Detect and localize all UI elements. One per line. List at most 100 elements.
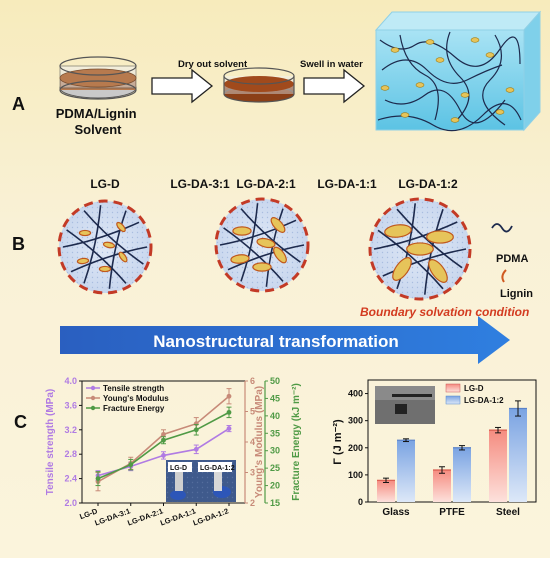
chart-legend: Tensile strength Young's Modulus Fractur… (86, 384, 169, 413)
ytick-label-right1: 4 (250, 437, 255, 447)
legend-lignin-label: Lignin (500, 288, 533, 300)
legend-pdma-label: PDMA (496, 253, 528, 265)
ytick-label: 200 (348, 443, 363, 453)
lignin-particle (460, 92, 470, 98)
panel-label-b: B (12, 234, 25, 254)
ytick-label-right2: 35 (270, 428, 280, 438)
lignin-particle (470, 37, 480, 43)
polymer-chain (240, 203, 259, 282)
xtick-label: Glass (382, 507, 410, 518)
polymer-chain (382, 248, 467, 277)
polymer-chain (62, 221, 140, 248)
ytick-label: 100 (348, 470, 363, 480)
nanostructure-circle (214, 197, 310, 293)
arrow-right-icon (303, 68, 366, 104)
polymer-chain (83, 210, 144, 265)
lignin-aggregate (426, 230, 454, 244)
bar (397, 440, 415, 502)
polymer-chain (381, 59, 503, 84)
xtick-label: LG-DA-1:2 (192, 506, 230, 527)
panel-label-a: A (12, 94, 25, 114)
polymer-chain (379, 36, 521, 67)
polymer-chain (396, 208, 463, 269)
step-dry-label: Dry out solvent (178, 59, 248, 70)
ytick-label-right2: 20 (270, 481, 280, 491)
lignin-aggregate (98, 265, 112, 273)
bar-legend: LG-D LG-DA-1:2 (445, 383, 504, 405)
polymer-chain (223, 227, 284, 282)
polymer-chain (227, 244, 305, 271)
sample-label-lg-d: LG-D (90, 177, 120, 191)
legend-fracture: Fracture Energy (103, 404, 165, 413)
ylabel-tensile: Tensile strength (MPa) (45, 389, 56, 496)
data-point (128, 462, 134, 468)
lignin-aggregate (232, 226, 252, 236)
polymer-chain (482, 34, 506, 126)
lignin-particle (435, 57, 445, 63)
ytick-label-left: 2.4 (64, 474, 77, 484)
data-point (161, 453, 166, 458)
hydrogel-cube (374, 10, 542, 132)
lignin-particle (495, 109, 505, 115)
polymer-chain (373, 221, 458, 250)
lignin-aggregate (252, 262, 272, 272)
polymer-chain (66, 229, 127, 284)
sample-label-lg-da-1-2: LG-DA-1:2 (398, 177, 458, 191)
ytick-label: 0 (358, 497, 363, 507)
data-point (226, 409, 232, 415)
lignin-particle (505, 87, 515, 93)
boundary-circle (368, 197, 472, 301)
data-point (226, 426, 232, 431)
data-point (161, 437, 166, 443)
panel-label-c: C (14, 412, 27, 432)
bar (453, 447, 471, 502)
lignin-aggregate (102, 241, 116, 249)
step-swell-label: Swell in water (300, 59, 363, 70)
polymer-chain (70, 246, 148, 273)
xtick-label: LG-DA-1:1 (159, 506, 197, 527)
legend-modulus: Young's Modulus (103, 394, 169, 403)
ytick-label: 300 (348, 416, 363, 426)
ytick-label-right1: 2 (250, 498, 255, 508)
ytick-label-left: 3.2 (64, 425, 77, 435)
ytick-label-right1: 6 (250, 376, 255, 386)
ytick-label-right2: 25 (270, 463, 280, 473)
ytick-label-right2: 40 (270, 411, 280, 421)
lignin-aggregate (118, 251, 128, 263)
data-point (161, 431, 166, 437)
bar-legend-lg-da: LG-DA-1:2 (464, 396, 504, 405)
lignin-aggregate (384, 224, 412, 238)
lignin-particle (485, 52, 495, 58)
bar (489, 430, 507, 502)
ytick-label-left: 3.6 (64, 400, 77, 410)
polymer-chain (83, 205, 102, 284)
ytick-label: 400 (348, 389, 363, 399)
ytick-label-right1: 3 (250, 468, 255, 478)
lignin-aggregate (273, 246, 287, 264)
lignin-aggregate (78, 229, 92, 237)
polymer-chain (384, 89, 506, 124)
solution-label: PDMA/Lignin Solvent (56, 106, 141, 137)
lignin-particle (450, 117, 460, 123)
data-point (193, 427, 199, 433)
ylabel-fracture: Fracture Energy (kJ m⁻²) (291, 383, 302, 501)
lignin-particle (390, 47, 400, 53)
nanostructural-arrow (60, 316, 510, 364)
lignin-aggregate (406, 242, 434, 256)
arrow-text: Nanostructural transformation (153, 332, 399, 351)
boundary-condition-label: Boundary solvation condition (360, 305, 529, 319)
lignin-aggregate (116, 221, 126, 233)
polymer-chain (219, 219, 297, 246)
lignin-particle (425, 39, 435, 45)
xtick-label: PTFE (439, 507, 465, 518)
data-point (95, 476, 101, 481)
ylabel-modulus: Young's Modulus (MPa) (254, 386, 265, 498)
ytick-label-right2: 50 (270, 376, 280, 386)
data-point (226, 393, 232, 399)
nanostructure-circle (57, 199, 153, 295)
arrow-right-icon (151, 68, 214, 104)
ytick-label-right2: 45 (270, 393, 280, 403)
inset-photo-bar (375, 386, 435, 424)
ylabel-gamma: Γ (J m⁻²) (332, 419, 344, 465)
